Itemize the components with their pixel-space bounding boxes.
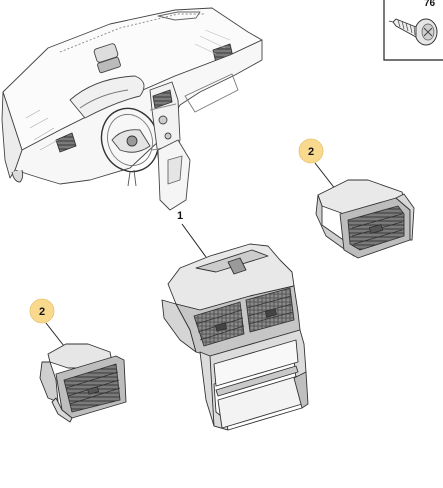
side-air-vent-left xyxy=(39,343,127,423)
dashboard-illustration xyxy=(1,7,263,211)
callout-left-number: 2 xyxy=(39,306,45,318)
callout-left-side-vent: 2 xyxy=(29,298,65,347)
callout-right-side-vent: 2 xyxy=(298,138,337,191)
side-air-vent-right xyxy=(315,179,415,259)
screw-part-number: 76 xyxy=(424,0,436,9)
callout-right-number: 2 xyxy=(308,146,314,158)
screw-icon xyxy=(388,18,438,46)
screw-inset: 76 xyxy=(383,0,443,61)
callout-center-vent: 1 xyxy=(177,210,207,258)
center-vent-assembly xyxy=(161,243,309,431)
callout-center-number: 1 xyxy=(177,210,183,222)
